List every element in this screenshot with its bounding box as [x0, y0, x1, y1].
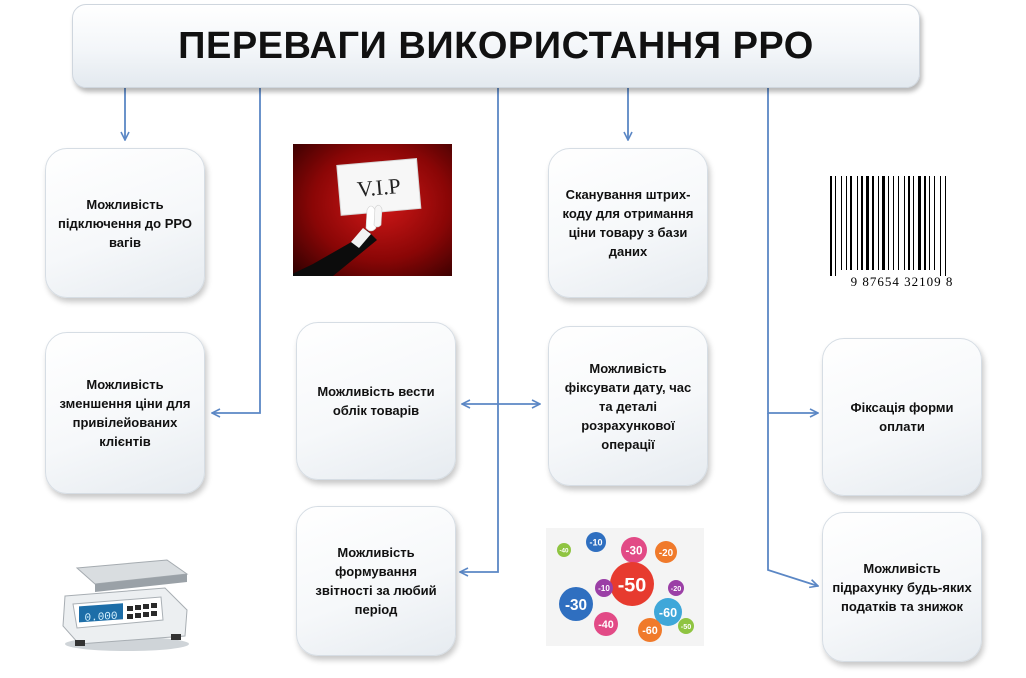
- barcode-bar: [893, 176, 894, 270]
- barcode-bar: [857, 176, 858, 270]
- barcode-bar: [888, 176, 889, 270]
- discount-badge-label: -40: [598, 619, 614, 631]
- discount-badge-label: -30: [565, 597, 587, 614]
- barcode-bar: [861, 176, 863, 270]
- box-record-datetime: Можливість фіксувати дату, час та деталі…: [548, 326, 708, 486]
- barcode-bar: [908, 176, 910, 270]
- connector-payment-form: [767, 88, 818, 413]
- barcode-digits: 9 87654 32109 8: [851, 274, 954, 289]
- barcode-bar: [904, 176, 905, 270]
- box-scales-text: Можливість підключення до РРО вагів: [57, 196, 192, 250]
- discount-badge-label: -20: [659, 548, 674, 559]
- vip-card-text: V.I.P: [356, 173, 402, 202]
- discount-badge: [668, 580, 684, 596]
- barcode-bar: [878, 176, 879, 270]
- discount-badge: [559, 587, 593, 621]
- barcode-bar: [866, 176, 869, 270]
- barcode-bar: [929, 176, 930, 270]
- discount-badges-image: -10 -30 -20 -40 -20 -50 -60 -30 -40 -60 -50 -10: [546, 528, 704, 646]
- discount-badge-label: -60: [642, 625, 658, 637]
- barcode-bar: [835, 176, 836, 276]
- box-inventory: Можливість вести облік товарів: [296, 322, 456, 480]
- box-record-datetime-text: Можливість фіксувати дату, час та деталі…: [564, 360, 692, 452]
- connector-reports: [460, 88, 499, 572]
- connector-price-reduction: [212, 88, 261, 413]
- box-payment-form: Фіксація форми оплати: [822, 338, 982, 496]
- discount-badge-label: -10: [598, 584, 610, 593]
- discount-badge: [678, 618, 694, 634]
- box-payment-form-text: Фіксація форми оплати: [850, 400, 954, 434]
- barcode-bar: [918, 176, 921, 270]
- box-price-reduction-text: Можливість зменшення ціни для привілейов…: [59, 377, 191, 449]
- barcode-bar: [882, 176, 885, 270]
- barcode-bar: [872, 176, 874, 270]
- barcode-bar: [841, 176, 842, 270]
- barcode-bar: [898, 176, 899, 270]
- discount-badge: [595, 579, 613, 597]
- barcode-bar: [913, 176, 914, 270]
- discount-badge: [654, 598, 682, 626]
- discount-badge: [586, 532, 606, 552]
- vip-card-image: V.I.P: [293, 144, 452, 276]
- diagram-title: ПЕРЕВАГИ ВИКОРИСТАННЯ РРО: [72, 4, 920, 88]
- barcode-bar: [940, 176, 941, 276]
- box-inventory-text: Можливість вести облік товарів: [317, 384, 435, 418]
- barcode-bar: [850, 176, 852, 270]
- box-reports-text: Можливість формування звітності за любий…: [315, 545, 437, 617]
- discount-badge-label: -20: [671, 584, 681, 593]
- connector-taxes-discounts: [767, 413, 818, 586]
- barcode-bar: [830, 176, 832, 276]
- box-barcode-text: Сканування штрих-коду для отримання ціни…: [562, 187, 694, 259]
- discount-badge-label: -60: [659, 606, 677, 620]
- box-price-reduction: Можливість зменшення ціни для привілейов…: [45, 332, 205, 494]
- barcode-bar: [934, 176, 935, 270]
- discount-badge-label: -40: [559, 547, 569, 554]
- barcode-bar: [945, 176, 946, 276]
- discount-badge-label: -50: [618, 575, 647, 597]
- discount-badge: [557, 543, 571, 557]
- diagram-title-text: ПЕРЕВАГИ ВИКОРИСТАННЯ РРО: [178, 24, 814, 67]
- barcode-bar: [924, 176, 926, 270]
- discount-badge: [610, 562, 654, 606]
- discount-badge: [638, 618, 662, 642]
- discount-badge: [655, 541, 677, 563]
- discount-badge: [594, 612, 618, 636]
- barcode-image: 9 87654 32109 8: [818, 172, 986, 290]
- box-taxes-discounts: Можливість підрахунку будь-яких податків…: [822, 512, 982, 662]
- scale-image: 0.000: [55, 540, 195, 658]
- barcode-bar: [846, 176, 847, 270]
- box-reports: Можливість формування звітності за любий…: [296, 506, 456, 656]
- box-taxes-discounts-text: Можливість підрахунку будь-яких податків…: [832, 560, 972, 614]
- discount-badge-label: -50: [681, 622, 691, 631]
- scale-display-text: 0.000: [85, 611, 118, 625]
- discount-badge-label: -10: [589, 538, 602, 548]
- box-scales: Можливість підключення до РРО вагів: [45, 148, 205, 298]
- box-barcode: Сканування штрих-коду для отримання ціни…: [548, 148, 708, 298]
- discount-badge-label: -30: [626, 545, 643, 558]
- discount-badge: [621, 537, 647, 563]
